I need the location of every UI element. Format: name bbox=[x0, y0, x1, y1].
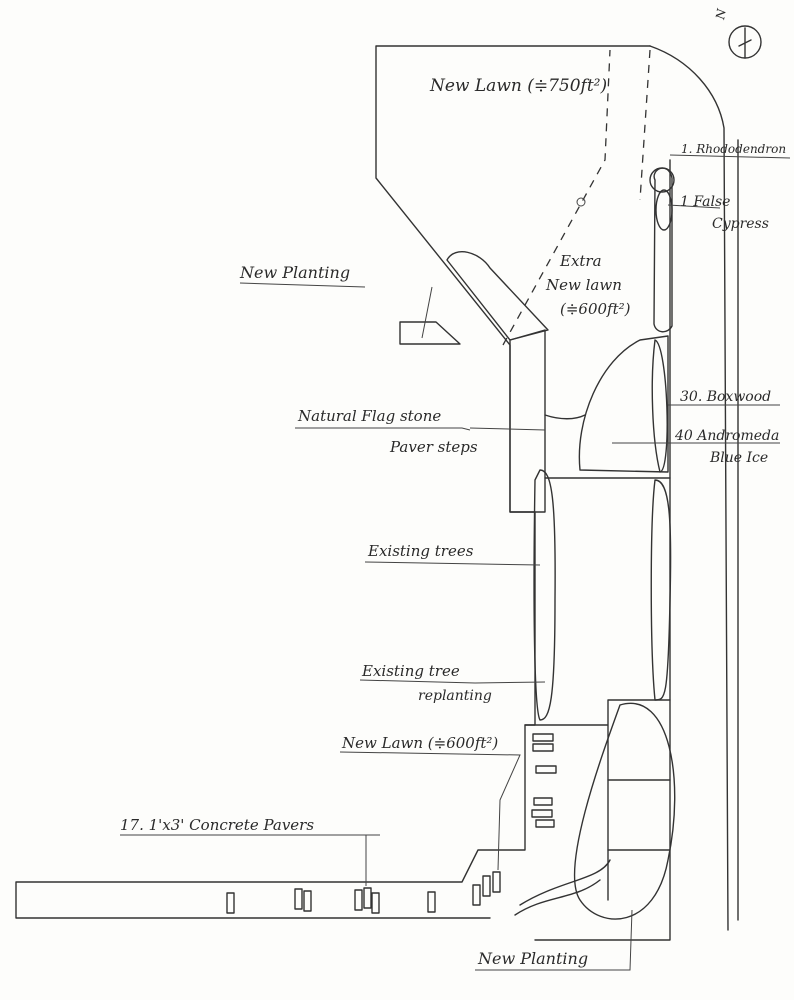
label-boxwood: 30. Boxwood bbox=[680, 389, 771, 405]
label-false-cypress-2: Cypress bbox=[712, 216, 769, 232]
rhododendron-shrub bbox=[649, 167, 675, 193]
new-planting-bed bbox=[573, 702, 676, 920]
label-existing-tree-replanting-1: Existing tree bbox=[361, 662, 460, 680]
leader-false-cypress bbox=[667, 204, 721, 209]
flagstone-column bbox=[509, 329, 546, 513]
lawn-divider-east bbox=[639, 49, 651, 201]
lot-outline bbox=[15, 45, 651, 919]
boxwood-strip bbox=[651, 339, 668, 473]
label-false-cypress-1: 1 False bbox=[680, 194, 730, 210]
north-arrow: N bbox=[713, 7, 762, 59]
planting-patch bbox=[399, 321, 461, 345]
label-new-planting-bottom: New Planting bbox=[477, 949, 588, 968]
leader-new-planting-bottom bbox=[475, 909, 633, 971]
label-existing-tree-replanting-2: replanting bbox=[418, 688, 492, 704]
label-new-lawn-mid: New Lawn (≑600ft²) bbox=[341, 734, 498, 752]
andromeda-bed bbox=[578, 335, 669, 473]
planting-bed-diagonal bbox=[446, 251, 549, 341]
street-curb bbox=[649, 45, 729, 931]
label-rhododendron: 1. Rhododendron bbox=[681, 142, 786, 156]
leader-flagstone bbox=[295, 427, 546, 431]
leader-rhododendron bbox=[669, 154, 791, 159]
existing-trees-west bbox=[533, 469, 556, 721]
label-extra-lawn-1: Extra bbox=[559, 252, 602, 270]
label-flagstone-1: Natural Flag stone bbox=[297, 407, 441, 425]
label-extra-lawn-3: (≑600ft²) bbox=[560, 300, 631, 318]
leader-existing-trees bbox=[364, 561, 541, 566]
pavers-walkway bbox=[226, 871, 501, 914]
label-flagstone-2: Paver steps bbox=[389, 438, 478, 456]
label-new-lawn-top: New Lawn (≑750ft²) bbox=[429, 76, 607, 96]
label-andromeda-1: 40 Andromeda bbox=[674, 428, 779, 444]
lawn-divider-west bbox=[502, 49, 611, 346]
leader-new-planting bbox=[239, 282, 433, 339]
label-extra-lawn-2: New lawn bbox=[545, 276, 622, 294]
cypress-strip bbox=[653, 167, 673, 333]
north-symbol: N bbox=[713, 7, 729, 21]
label-new-planting-left: New Planting bbox=[239, 263, 350, 282]
leader-tree-replanting bbox=[359, 679, 546, 684]
leader-concrete-pavers bbox=[120, 834, 380, 886]
label-existing-trees: Existing trees bbox=[367, 542, 474, 560]
label-andromeda-2: Blue Ice bbox=[709, 450, 768, 466]
existing-trees-east bbox=[650, 479, 672, 701]
pavers-lawn bbox=[531, 733, 557, 828]
label-concrete-pavers: 17. 1'x3' Concrete Pavers bbox=[120, 816, 314, 834]
leader-new-lawn bbox=[339, 751, 521, 871]
